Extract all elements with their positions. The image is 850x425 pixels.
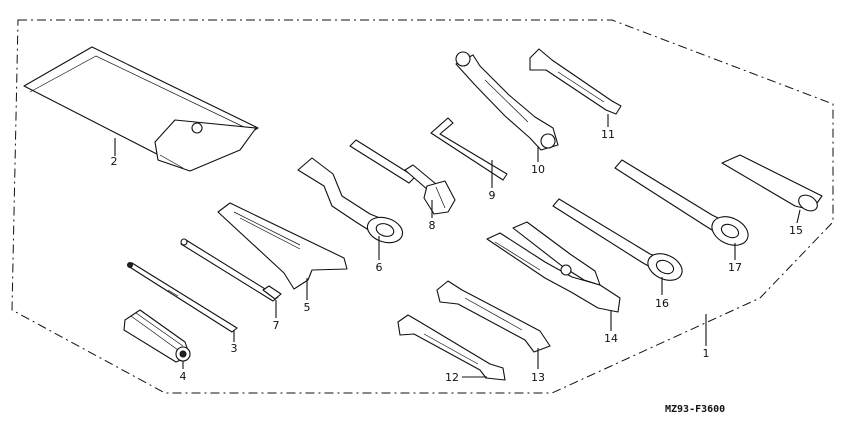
callout-7: 7 [273, 319, 280, 332]
callout-labels: 1 2 3 4 5 6 7 8 9 10 11 12 13 14 15 16 1… [111, 128, 804, 384]
callout-10: 10 [531, 163, 545, 176]
open-end-wrench-11 [529, 48, 622, 115]
offset-box-wrench [455, 51, 559, 151]
callout-14: 14 [604, 332, 618, 345]
ring-spanner-16 [552, 198, 683, 281]
callout-11: 11 [601, 128, 615, 141]
pin-spanner [217, 202, 348, 290]
open-end-wrench-13 [436, 280, 551, 353]
callout-8: 8 [429, 219, 436, 232]
callout-16: 16 [655, 297, 669, 310]
ring-spanner-17 [614, 159, 749, 246]
bent-box-wrench [297, 157, 404, 244]
plug-socket-wrench [349, 139, 456, 215]
pliers [486, 221, 621, 313]
callout-2: 2 [111, 155, 118, 168]
open-end-wrench-12 [397, 314, 506, 381]
callout-13: 13 [531, 371, 545, 384]
grip-sleeve [721, 154, 823, 212]
leader-lines [114, 114, 801, 378]
callout-1: 1 [703, 347, 710, 360]
callout-17: 17 [728, 261, 742, 274]
callout-5: 5 [304, 301, 311, 314]
extension-bar [180, 238, 282, 302]
callout-15: 15 [789, 224, 803, 237]
screwdriver-bit [127, 262, 238, 333]
callout-6: 6 [376, 261, 383, 274]
callout-9: 9 [489, 189, 496, 202]
callout-12: 12 [445, 371, 459, 384]
callout-3: 3 [231, 342, 238, 355]
kit-boundary [11, 19, 834, 394]
callout-4: 4 [180, 370, 187, 383]
figure-code: MZ93-F3600 [665, 404, 725, 415]
screwdriver-handle [123, 309, 191, 363]
tool-bag [23, 46, 259, 172]
hex-key [430, 117, 508, 181]
